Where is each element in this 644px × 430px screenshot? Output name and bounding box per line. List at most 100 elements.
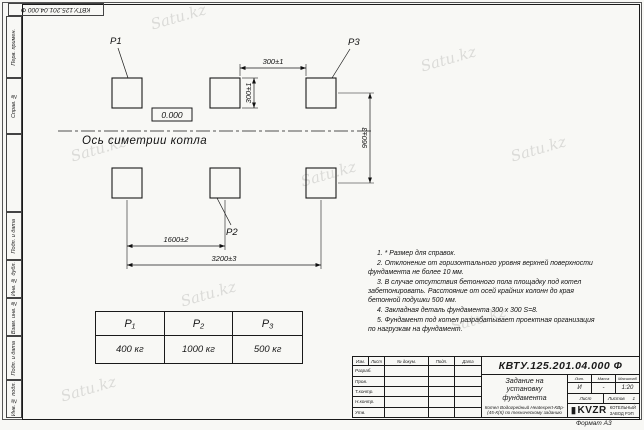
- margin-label: Перв. примен.: [11, 28, 17, 66]
- sheets-row: Лист Листов 1: [568, 394, 639, 404]
- company-line2: ЗАВОД РЭП: [609, 410, 634, 416]
- masshtab-value: 1:20: [621, 385, 634, 391]
- company-line1: КОТЕЛЬНЫЙ: [609, 405, 636, 411]
- company-cell: KVZR КОТЕЛЬНЫЙ ЗАВОД РЭП: [568, 404, 639, 417]
- sig-cell: [455, 397, 481, 406]
- technical-notes: 1. * Размер для справок. 2. Отклонение о…: [368, 250, 600, 336]
- sig-cell: [429, 376, 455, 386]
- signature-row: Пров.: [353, 376, 481, 387]
- margin-label: Взам. инв. №: [11, 299, 17, 335]
- margin-label: Подп. и дата: [11, 340, 17, 376]
- sheet-label: Лист: [579, 396, 592, 401]
- designation-box-rotated: КВТУ.125.201.04.000 Ф: [8, 3, 104, 16]
- label-p3: P3: [348, 37, 360, 48]
- leader-p2: [216, 197, 232, 226]
- signature-row: Т.контр.: [353, 386, 481, 398]
- pad-top-right: [305, 77, 337, 109]
- sig-cell: [455, 366, 481, 375]
- sig-cell: [385, 386, 429, 397]
- dim-col-full: [126, 200, 322, 269]
- sig-cell: [385, 397, 429, 407]
- signature-row: Утв.: [353, 407, 481, 417]
- col-ndokum: № докум.: [385, 357, 429, 366]
- margin-box-podp-data-1: Подп. и дата: [6, 212, 22, 260]
- title-block-meta: Лит. Масса Масштаб И - 1:20 Лист: [568, 375, 639, 417]
- dim-pad-width: [239, 64, 307, 76]
- label-p1: P1: [110, 36, 122, 47]
- signature-row: Разраб.: [353, 366, 481, 377]
- col-izm: Изм.: [353, 357, 369, 366]
- margin-box-vzam-inv: Взам. инв. №: [6, 298, 22, 336]
- note-1: 1. * Размер для справок.: [377, 250, 456, 257]
- load-table-header-p2: Р₂: [164, 312, 234, 336]
- sheets-cell: Листов 1: [604, 394, 639, 403]
- sig-cell: [385, 366, 429, 376]
- company-name: КОТЕЛЬНЫЙ ЗАВОД РЭП: [610, 405, 636, 415]
- role-utv: Утв.: [353, 407, 385, 417]
- foundation-plan-drawing: Ось симетрии котла 0.000 P1 P3 P2 300±1 …: [58, 36, 374, 269]
- title-block: Изм. Лист № докум. Подп. Дата Разраб. Пр…: [352, 356, 640, 418]
- signature-row: Н.контр.: [353, 397, 481, 408]
- load-table-header-p1: Р₁: [96, 312, 165, 336]
- role-tkontr: Т.контр.: [353, 386, 385, 397]
- signature-header-row: Изм. Лист № докум. Подп. Дата: [353, 357, 481, 367]
- dim-pad-height: [242, 77, 258, 109]
- col-data: Дата: [462, 358, 474, 364]
- margin-box-perv-primen: Перв. примен.: [6, 16, 22, 78]
- kvzr-logo: KVZR: [571, 405, 607, 416]
- massa-label: Масса: [592, 375, 616, 382]
- load-table: Р₁ Р₂ Р₃ 400 кг 1000 кг 500 кг: [95, 311, 303, 364]
- lit-label: Лит.: [568, 375, 592, 382]
- margin-label: Инв. № дубл.: [11, 262, 17, 296]
- margin-box-empty: [6, 134, 22, 212]
- massa-value: -: [592, 383, 616, 393]
- level-mark-text: 0.000: [161, 110, 183, 120]
- pad-bottom-middle: [209, 167, 241, 199]
- leader-p3: [331, 48, 351, 79]
- load-table-value-p2: 1000 кг: [165, 336, 234, 363]
- lit-value: И: [568, 383, 592, 393]
- title-block-lower: Задание на установку фундамента Котел Во…: [482, 375, 639, 417]
- sig-cell: [455, 377, 481, 386]
- role-razrab: Разраб.: [353, 366, 385, 376]
- meta-labels-row: Лит. Масса Масштаб: [568, 375, 639, 383]
- load-table-value-p3: 500 кг: [253, 344, 282, 355]
- label-p2: P2: [226, 227, 238, 238]
- dim-col-mid-text: 1600±2: [164, 235, 190, 244]
- margin-box-sprav-n: Справ. №: [6, 78, 22, 134]
- masshtab-label: Масштаб: [618, 376, 637, 381]
- title-block-right: КВТУ.125.201.04.000 Ф Задание на установ…: [482, 357, 639, 417]
- pad-top-left: [111, 77, 143, 109]
- leader-p1: [117, 47, 129, 79]
- load-table-value-p1: 400 кг: [96, 336, 165, 363]
- margin-box-inv-dubl: Инв. № дубл.: [6, 260, 22, 298]
- role-nkontr: Н.контр.: [353, 397, 385, 407]
- main-frame: [22, 4, 640, 420]
- document-title-cell: Задание на установку фундамента Котел Во…: [482, 375, 568, 417]
- dim-rows: [338, 92, 374, 184]
- pad-top-middle: [209, 77, 241, 109]
- dim-col-full-text: 3200±3: [212, 254, 238, 263]
- foundation-pads: [111, 77, 337, 199]
- note-4: 4. Закладная деталь фундамента 300 x 300…: [377, 306, 538, 314]
- note-5: 5. Фундамент под котел разрабатывает про…: [368, 316, 595, 333]
- document-designation: КВТУ.125.201.04.000 Ф: [482, 357, 639, 375]
- sig-cell: [385, 376, 429, 386]
- role-prov: Пров.: [353, 376, 385, 386]
- sig-cell: [429, 366, 455, 376]
- sig-cell: [429, 397, 455, 407]
- title-block-signatures: Изм. Лист № докум. Подп. Дата Разраб. Пр…: [353, 357, 482, 417]
- col-list: Лист: [369, 357, 385, 366]
- load-table-header-p3: Р₃: [233, 312, 302, 336]
- margin-box-podp-data-2: Подп. и дата: [6, 336, 22, 380]
- sheets-label: Листов: [607, 396, 625, 401]
- dim-pad-width-text: 300±1: [263, 57, 284, 66]
- margin-label: Инв. № подл.: [11, 381, 17, 417]
- document-title: Задание на установку фундамента: [502, 376, 547, 402]
- designation-rotated-text: КВТУ.125.201.04.000 Ф: [21, 6, 91, 13]
- sig-cell: [455, 408, 481, 417]
- dim-rows-text: 960±3: [360, 127, 369, 149]
- sig-cell: [429, 386, 455, 397]
- meta-values-row: И - 1:20: [568, 383, 639, 394]
